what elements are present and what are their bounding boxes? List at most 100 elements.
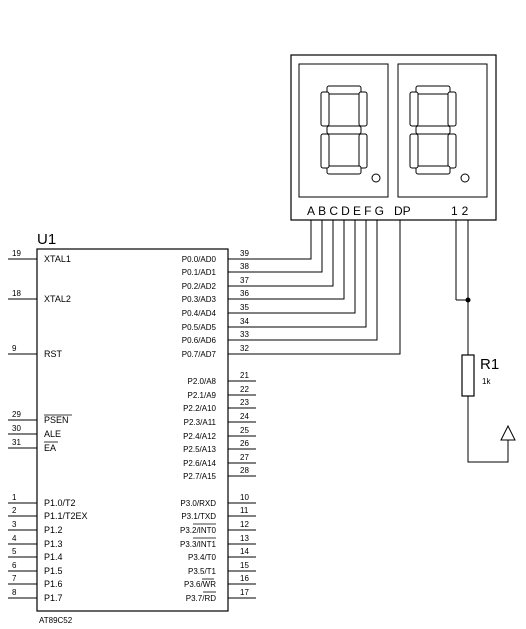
pin-label: P3.1/TXD: [181, 512, 216, 521]
segment-b: [447, 91, 457, 127]
pin-label: P3.4/T0: [188, 553, 217, 562]
pin-label: P3.3/INT1: [180, 540, 217, 549]
pin-number: 3: [12, 520, 17, 529]
pin-label: P2.0/A8: [188, 377, 217, 386]
pin-number: 37: [240, 276, 249, 285]
pin-number: 10: [240, 493, 249, 502]
digit-2-segments: [409, 85, 470, 183]
pin-label: P3.5/T1: [188, 567, 217, 576]
resistor-value: 1k: [482, 377, 491, 386]
pin-number: 8: [12, 588, 17, 597]
dp-label: DP: [394, 204, 411, 218]
pin-number: 39: [240, 249, 249, 258]
segment-c: [447, 133, 457, 169]
pin-label: P3.7/RD: [186, 594, 216, 603]
pin-label: P0.1/AD1: [182, 268, 217, 277]
ic-ref: U1: [37, 231, 56, 248]
pin-label: P1.6: [44, 579, 63, 589]
segment-dp: [460, 173, 470, 183]
pin-number: 25: [240, 426, 249, 435]
pin-7: 7P1.6: [8, 574, 63, 589]
overbars: [44, 414, 216, 593]
segment-b: [358, 91, 368, 127]
common-wiring: [455, 220, 509, 463]
pin-4: 4P1.3: [8, 534, 63, 549]
pin-number: 4: [12, 534, 17, 543]
pin-number: 15: [240, 561, 249, 570]
pin-5: 5P1.4: [8, 547, 63, 562]
pin-label: P0.6/AD6: [182, 336, 217, 345]
pin-label: P0.4/AD4: [182, 309, 217, 318]
pin-label: RST: [44, 349, 63, 359]
pin-label: P1.3: [44, 539, 63, 549]
pin-number: 32: [240, 344, 249, 353]
segment-dp: [371, 173, 381, 183]
pin-label: P3.2/INT0: [180, 526, 217, 535]
pin-number: 23: [240, 398, 249, 407]
segment-e: [409, 133, 419, 169]
digit-1-segments: [320, 85, 381, 183]
pin-label: ALE: [44, 429, 61, 439]
segment-g: [326, 125, 362, 135]
segment-d: [326, 165, 362, 175]
pin-label: P1.2: [44, 525, 63, 535]
pin-number: 24: [240, 412, 249, 421]
pin-label: P0.3/AD3: [182, 295, 217, 304]
segment-wires: [228, 220, 401, 355]
ic-body: [36, 248, 229, 612]
pin-number: 19: [12, 249, 21, 258]
pin-number: 36: [240, 289, 249, 298]
digit-labels: 12: [451, 204, 472, 218]
pin-number: 26: [240, 439, 249, 448]
pin-label: P2.3/A11: [184, 418, 217, 427]
segment-f: [409, 91, 419, 127]
ic-part: AT89C52: [39, 616, 73, 625]
pin-number: 21: [240, 371, 249, 380]
junction-dot: [465, 297, 471, 303]
pin-label: P1.7: [44, 593, 63, 603]
pin-number: 17: [240, 588, 249, 597]
resistor-r1: [461, 354, 475, 397]
pin-number: 18: [12, 289, 21, 298]
pin-number: 9: [12, 344, 17, 353]
pin-number: 12: [240, 520, 249, 529]
pin-number: 6: [12, 561, 17, 570]
segment-a: [415, 85, 451, 95]
pin-number: 16: [240, 574, 249, 583]
pin-label: P2.2/A10: [183, 404, 216, 413]
pin-number: 1: [12, 493, 17, 502]
pin-number: 33: [240, 330, 249, 339]
pin-label: P2.6/A14: [183, 459, 216, 468]
pin-number: 35: [240, 303, 249, 312]
pin-number: 11: [240, 506, 249, 515]
pin-number: 28: [240, 466, 249, 475]
pin-label: P3.0/RXD: [180, 499, 216, 508]
pin-number: 5: [12, 547, 17, 556]
pin-number: 2: [12, 506, 17, 515]
pin-label: XTAL1: [44, 254, 71, 264]
pin-number: 13: [240, 534, 249, 543]
pin-label: P1.1/T2EX: [44, 511, 88, 521]
pin-label: P2.7/A15: [183, 472, 216, 481]
pin-2: 2P1.1/T2EX: [8, 506, 88, 521]
pin-label: P1.4: [44, 552, 63, 562]
